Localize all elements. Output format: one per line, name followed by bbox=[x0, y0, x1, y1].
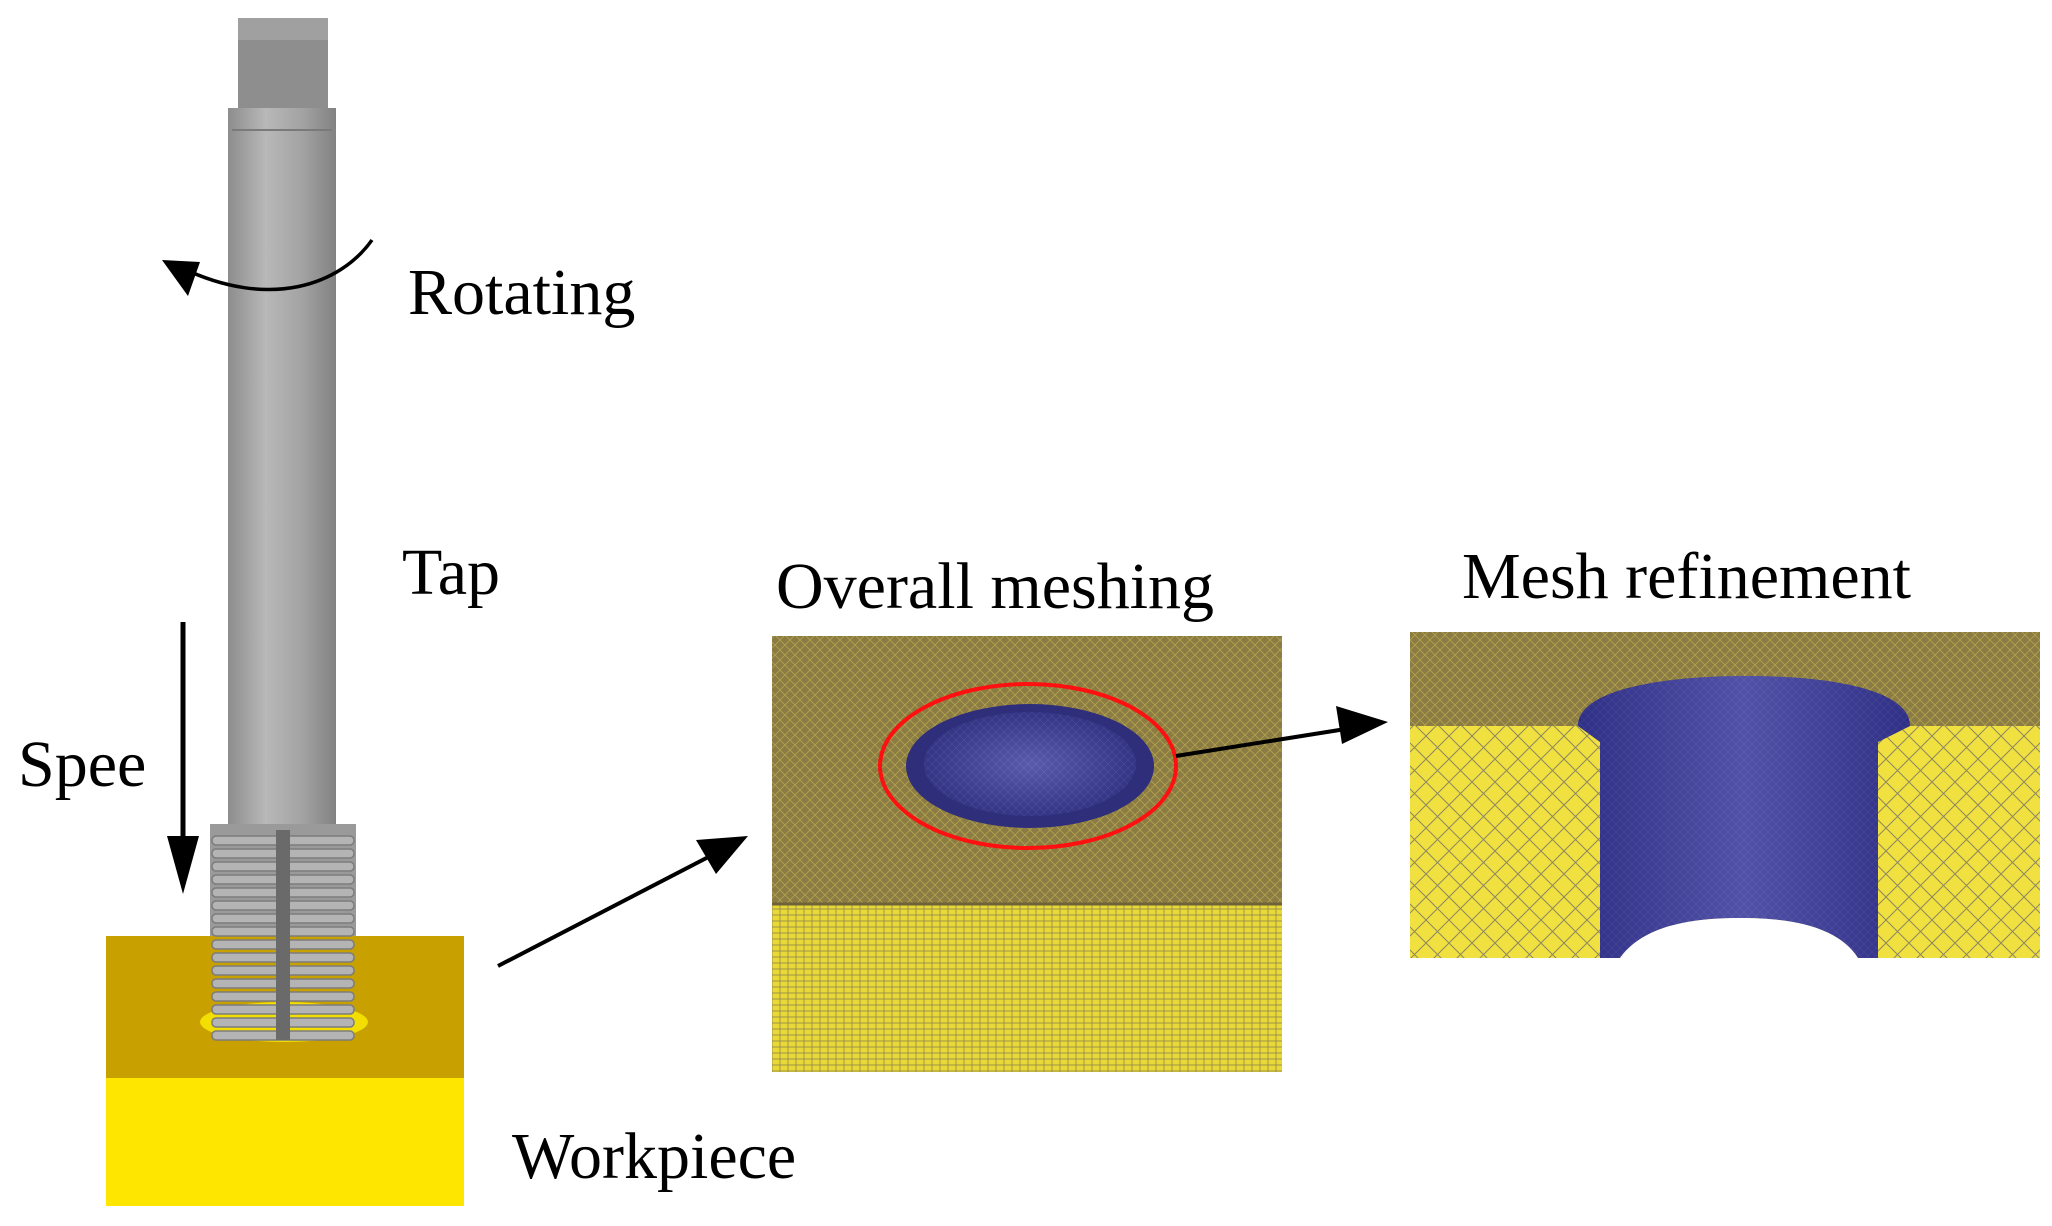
overall-mesh-block bbox=[772, 636, 1282, 1072]
tap-flute bbox=[276, 830, 290, 1040]
tap-illustration bbox=[106, 18, 464, 1206]
arrow-to-mesh-refinement bbox=[1175, 726, 1353, 758]
label-workpiece: Workpiece bbox=[512, 1120, 796, 1193]
rotation-arrow bbox=[181, 238, 374, 292]
label-overall-meshing: Overall meshing bbox=[776, 550, 1214, 623]
arrow-to-overall-mesh bbox=[497, 850, 719, 968]
label-mesh-refinement: Mesh refinement bbox=[1462, 540, 1911, 613]
label-rotating: Rotating bbox=[408, 256, 635, 329]
highlight-circle bbox=[878, 682, 1178, 850]
arrow-to-mesh-refinement-head bbox=[1336, 706, 1388, 744]
speed-arrowhead bbox=[167, 836, 199, 894]
arrow-to-overall-mesh-head bbox=[696, 836, 748, 874]
tap-shank bbox=[228, 108, 336, 830]
label-tap: Tap bbox=[402, 536, 500, 609]
label-speed: Spee bbox=[18, 728, 146, 801]
refined-mesh-section bbox=[1410, 632, 2040, 958]
overall-mesh-side-face bbox=[772, 904, 1282, 1072]
workpiece-side-face bbox=[106, 1078, 464, 1206]
refined-mesh-hole-bottom bbox=[1620, 918, 1858, 958]
rotation-arrowhead bbox=[162, 260, 200, 296]
